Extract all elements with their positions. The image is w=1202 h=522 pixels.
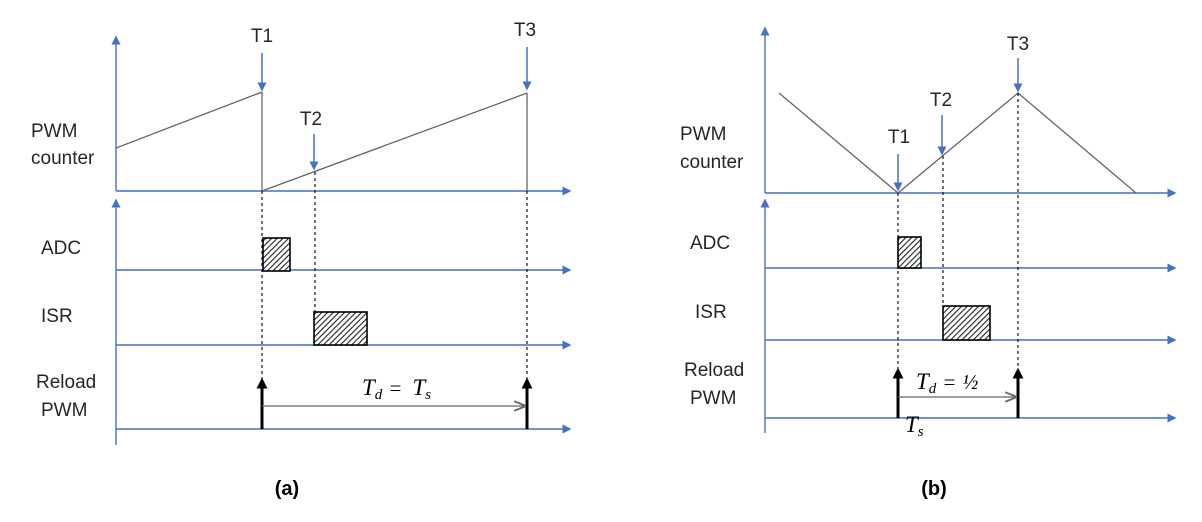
adc-label: ADC bbox=[41, 238, 81, 259]
t3-label: T3 bbox=[1007, 34, 1029, 55]
pwm-counter-label-line2: counter bbox=[31, 148, 95, 169]
t1-label: T1 bbox=[251, 26, 273, 47]
panel-b-event-lines bbox=[897, 93, 1019, 370]
t3-label: T3 bbox=[514, 20, 536, 41]
panel-a-axes bbox=[111, 35, 572, 445]
panel-b-isr-block bbox=[942, 305, 991, 341]
panel-a-isr-block bbox=[313, 311, 368, 346]
panel-b-row-labels: PWM counter ADC ISR Reload PWM bbox=[680, 124, 744, 409]
reload-pwm-label-line1: Reload bbox=[36, 372, 96, 393]
panel-b-triangle-counter bbox=[778, 92, 1137, 194]
panel-a: T1 T2 T3 Td=Ts PWM counter ADC ISR Reloa… bbox=[31, 20, 572, 500]
panel-b-adc-block bbox=[897, 236, 922, 269]
panel-a-row-labels: PWM counter ADC ISR Reload PWM bbox=[31, 121, 96, 421]
t1-label: T1 bbox=[888, 127, 910, 148]
panel-b-delay-label: Td=½ bbox=[916, 369, 978, 397]
panel-a-delay-label: Td=Ts bbox=[362, 375, 431, 403]
panel-b-caption: (b) bbox=[921, 478, 947, 500]
panel-a-markers: T1 T2 T3 bbox=[251, 20, 536, 171]
panel-a-adc-block bbox=[262, 237, 291, 272]
adc-label: ADC bbox=[690, 233, 730, 254]
panel-a-caption: (a) bbox=[275, 478, 299, 500]
pwm-counter-label-line2: counter bbox=[680, 152, 744, 173]
reload-pwm-label-line2: PWM bbox=[690, 388, 736, 409]
panel-a-sawtooth-counter bbox=[115, 91, 528, 192]
pwm-counter-label-line1: PWM bbox=[31, 121, 77, 142]
panel-b-delay-ts-label: Ts bbox=[905, 412, 924, 440]
isr-label: ISR bbox=[695, 302, 727, 323]
panel-a-event-lines bbox=[261, 172, 528, 380]
t2-label: T2 bbox=[930, 90, 952, 111]
panel-b: T1 T2 T3 Td=½ Ts PWM counter ADC ISR Rel… bbox=[680, 26, 1177, 500]
reload-pwm-label-line2: PWM bbox=[41, 400, 87, 421]
isr-label: ISR bbox=[41, 306, 73, 327]
pwm-counter-label-line1: PWM bbox=[680, 124, 726, 145]
panel-b-markers: T1 T2 T3 bbox=[888, 34, 1029, 192]
t2-label: T2 bbox=[300, 109, 322, 130]
reload-pwm-label-line1: Reload bbox=[684, 360, 744, 381]
